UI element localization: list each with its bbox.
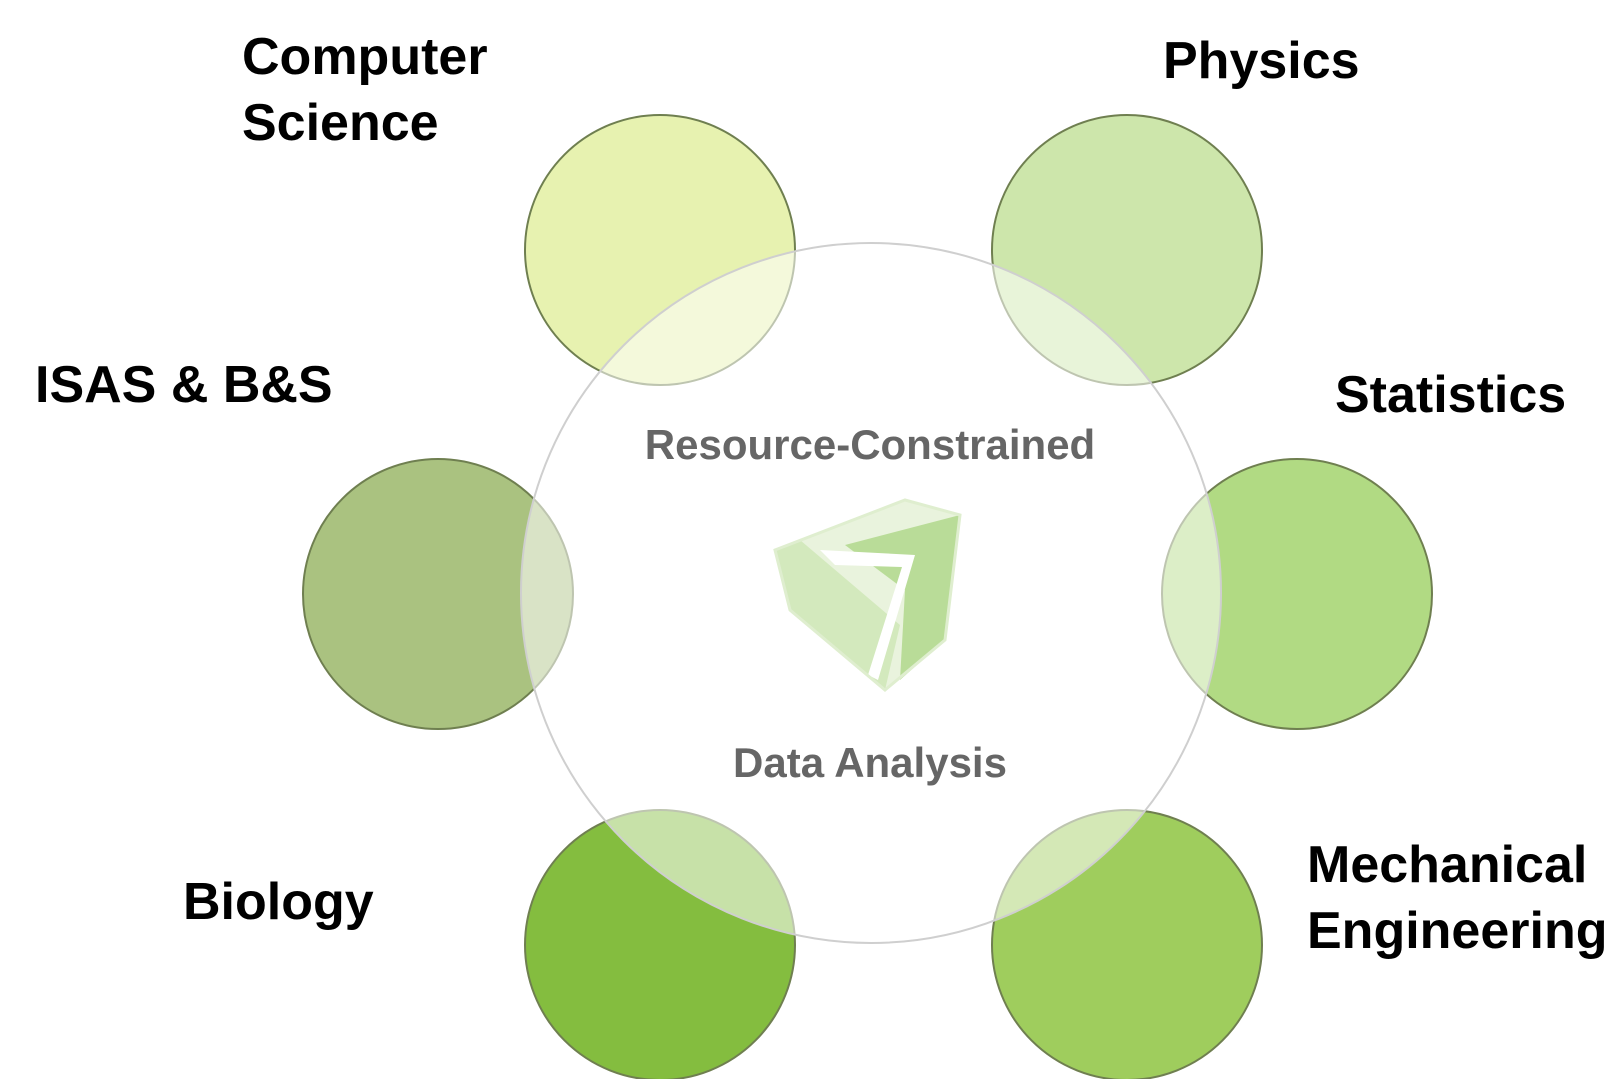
triangular-ribbon-logo-icon (773, 498, 962, 692)
node-label-biology: Biology (183, 873, 374, 931)
node-label-mechanical-engineering: Mechanical Engineering (1307, 836, 1608, 960)
node-label-isas-bs: ISAS & B&S (35, 356, 333, 414)
center-title-bottom: Data Analysis (733, 739, 1007, 786)
node-label-computer-science: Computer Science (242, 28, 488, 152)
node-label-statistics: Statistics (1335, 366, 1567, 424)
node-label-physics: Physics (1163, 32, 1360, 90)
center-title-top: Resource-Constrained (644, 421, 1096, 468)
